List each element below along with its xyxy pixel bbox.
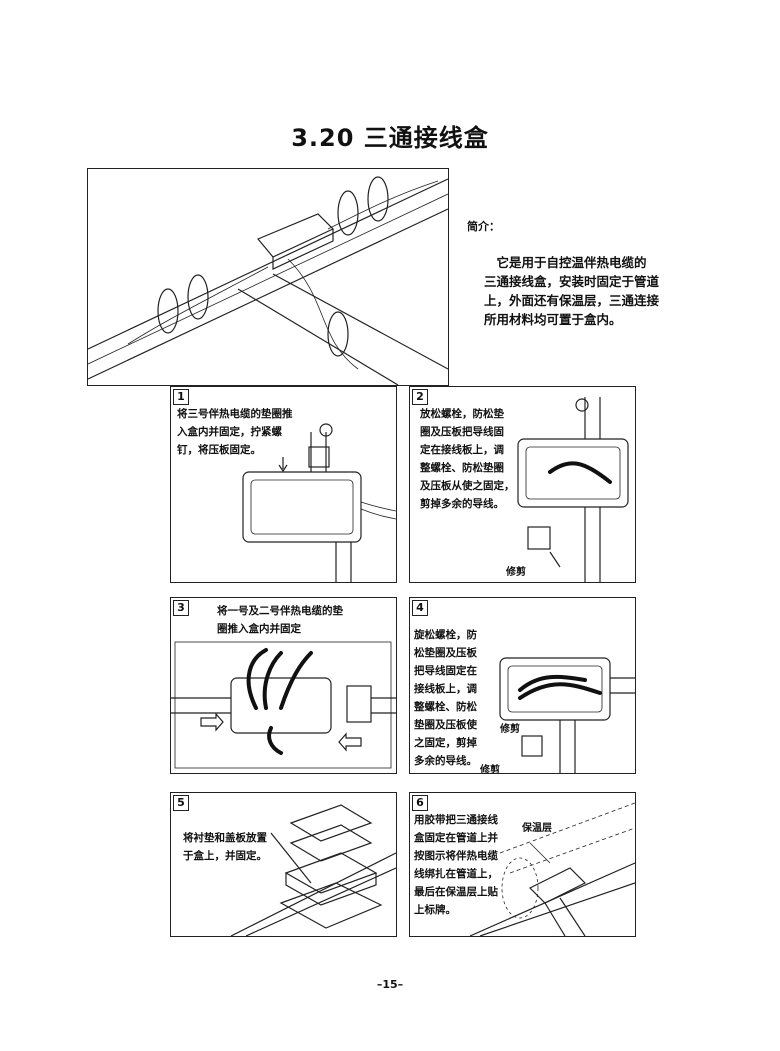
step-number: 3 [173,600,189,616]
intro-line: 三通接线盒，安装时固定于管道 [484,274,660,289]
page-number: –15– [376,978,404,991]
step-number: 6 [412,795,428,811]
trim-label: 修剪 [500,724,520,735]
step-1-drawing [242,423,396,582]
step-1-panel: 1 将三号伴热电缆的垫圈推 入盒内并固定，拧紧螺 钉，将压板固定。 [170,386,397,583]
step-number: 5 [173,795,189,811]
step-line: 最后在保温层上贴 [414,886,498,898]
step-text: 旋松螺栓，防 松垫圈及压板 把导线固定在 接线板上，调 整螺栓、防松 垫圈及压板… [414,626,477,770]
step-3-panel: 3 将一号及二号伴热电缆的垫 圈推入盒内并固定 [170,597,397,774]
step-5-drawing [230,804,396,936]
step-line: 整螺栓、防松垫圈 [420,462,504,474]
step-line: 将一号及二号伴热电缆的垫 [217,605,343,617]
step-line: 松垫圈及压板 [414,647,477,659]
trim-label: 修剪 [506,567,526,578]
step-number: 1 [173,389,189,405]
step-2-panel: 2 放松螺栓，防松垫 圈及压板把导线固 定在接线板上，调 整螺栓、防松垫圈 及压… [409,386,636,583]
page-title: 3.20 三通接线盒 [291,124,489,152]
tee-junction-overview-drawing [88,176,448,385]
step-line: 于盒上，并固定。 [183,850,267,862]
step-line: 用胶带把三通接线 [414,814,498,826]
intro-heading: 简介： [467,220,500,233]
step-line: 接线板上，调 [414,683,477,695]
step-6-panel: 6 用胶带把三通接线 盒固定在管道上并 按图示将伴热电缆 线绑扎在管道上， 最后… [409,792,636,937]
step-line: 垫圈及压板使 [414,719,477,731]
step-line: 之固定，剪掉 [414,737,477,749]
step-6-drawing [469,802,635,936]
step-text: 将一号及二号伴热电缆的垫 圈推入盒内并固定 [217,602,343,638]
step-line: 及压板从使之固定， [420,480,515,492]
step-line: 放松螺栓，防松垫 [420,408,504,420]
step-line: 将衬垫和盖板放置 [183,832,267,844]
step-line: 把导线固定在 [414,665,477,677]
step-number: 2 [412,389,428,405]
step-line: 将三号伴热电缆的垫圈推 [177,408,293,420]
step-text: 将三号伴热电缆的垫圈推 入盒内并固定，拧紧螺 钉，将压板固定。 [177,405,293,459]
intro-line: 上，外面还有保温层，三通连接 [484,293,660,308]
intro-line: 所用材料均可置于盒内。 [484,312,622,327]
step-line: 上标牌。 [414,904,456,916]
insulation-label: 保温层 [522,823,552,834]
step-3-drawing [171,641,396,769]
step-line: 旋松螺栓，防 [414,629,477,641]
step-text: 用胶带把三通接线 盒固定在管道上并 按图示将伴热电缆 线绑扎在管道上， 最后在保… [414,811,498,919]
step-5-panel: 5 将衬垫和盖板放置 于盒上，并固定。 [170,792,397,937]
step-text: 将衬垫和盖板放置 于盒上，并固定。 [183,829,267,865]
step-line: 整螺栓、防松 [414,701,477,713]
step-line: 钉，将压板固定。 [177,444,261,456]
step-line: 圈推入盒内并固定 [217,623,301,635]
step-number: 4 [412,600,428,616]
step-2-drawing [517,397,629,582]
step-line: 多余的导线。 [414,755,477,767]
intro-text: 它是用于自控温伴热电缆的 三通接线盒，安装时固定于管道 上，外面还有保温层，三通… [484,253,700,329]
step-line: 定在接线板上，调 [420,444,504,456]
step-line: 盒固定在管道上并 [414,832,498,844]
step-4-panel: 4 旋松螺栓，防 松垫圈及压板 把导线固定在 接线板上，调 整螺栓、防松 垫圈及… [409,597,636,774]
step-line: 圈及压板把导线固 [420,426,504,438]
intro-line: 它是用于自控温伴热电缆的 [484,255,647,270]
step-text: 放松螺栓，防松垫 圈及压板把导线固 定在接线板上，调 整螺栓、防松垫圈 及压板从… [420,405,515,513]
step-line: 按图示将伴热电缆 [414,850,498,862]
step-line: 剪掉多余的导线。 [420,498,504,510]
step-line: 入盒内并固定，拧紧螺 [177,426,282,438]
step-line: 线绑扎在管道上， [414,868,498,880]
overview-illustration [87,168,449,386]
step-4-drawing [499,657,635,773]
trim-label: 修剪 [480,765,500,774]
